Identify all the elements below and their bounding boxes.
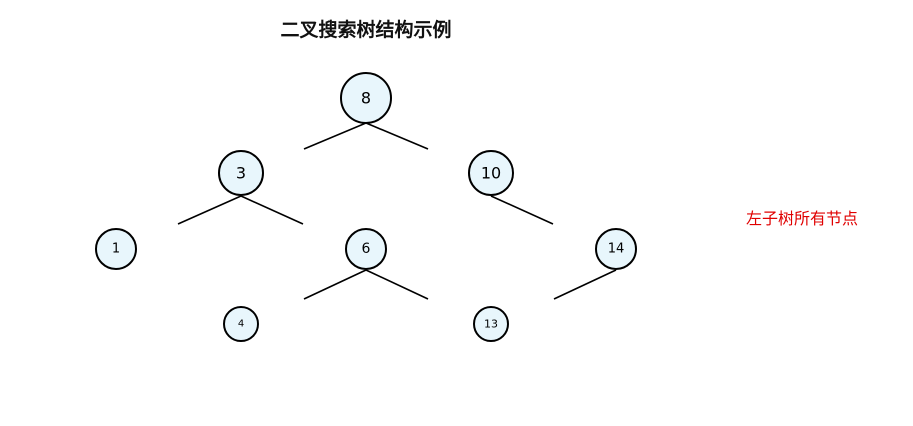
- tree-node-label: 10: [481, 164, 501, 183]
- diagram-title: 二叉搜索树结构示例: [280, 18, 451, 41]
- tree-node-circle: [223, 306, 259, 342]
- edge-n6-n13: [365, 269, 429, 300]
- tree-node-13: 13: [473, 306, 509, 342]
- edge-n8-n3: [303, 122, 367, 150]
- tree-node-label: 3: [236, 164, 246, 183]
- tree-node-circle: [595, 228, 637, 270]
- tree-node-label: 1: [112, 242, 120, 257]
- left-subtree-annotation: 左子树所有节点: [746, 209, 858, 228]
- edge-n14-n13: [553, 269, 617, 300]
- tree-node-label: 6: [362, 241, 371, 257]
- tree-node-3: 3: [218, 150, 264, 196]
- edge-n6-n4: [303, 269, 367, 300]
- tree-node-circle: [473, 306, 509, 342]
- tree-node-circle: [345, 228, 387, 270]
- tree-node-circle: [95, 228, 137, 270]
- tree-edges: [177, 122, 617, 300]
- edge-n8-n10: [365, 122, 429, 150]
- tree-node-1: 1: [95, 228, 137, 270]
- tree-node-label: 8: [361, 89, 371, 108]
- tree-node-8: 8: [340, 72, 392, 124]
- tree-node-label: 4: [238, 319, 244, 330]
- tree-node-label: 14: [608, 242, 625, 257]
- tree-nodes: 8 3 10 1 6 14 4 13: [95, 72, 637, 342]
- tree-node-6: 6: [345, 228, 387, 270]
- tree-node-circle: [218, 150, 264, 196]
- tree-node-circle: [468, 150, 514, 196]
- tree-node-10: 10: [468, 150, 514, 196]
- tree-node-4: 4: [223, 306, 259, 342]
- edge-n3-n1: [177, 195, 242, 225]
- edge-n3-n6: [240, 195, 304, 225]
- tree-node-14: 14: [595, 228, 637, 270]
- tree-node-circle: [340, 72, 392, 124]
- tree-node-label: 13: [484, 318, 498, 331]
- edge-n10-n14: [490, 195, 554, 225]
